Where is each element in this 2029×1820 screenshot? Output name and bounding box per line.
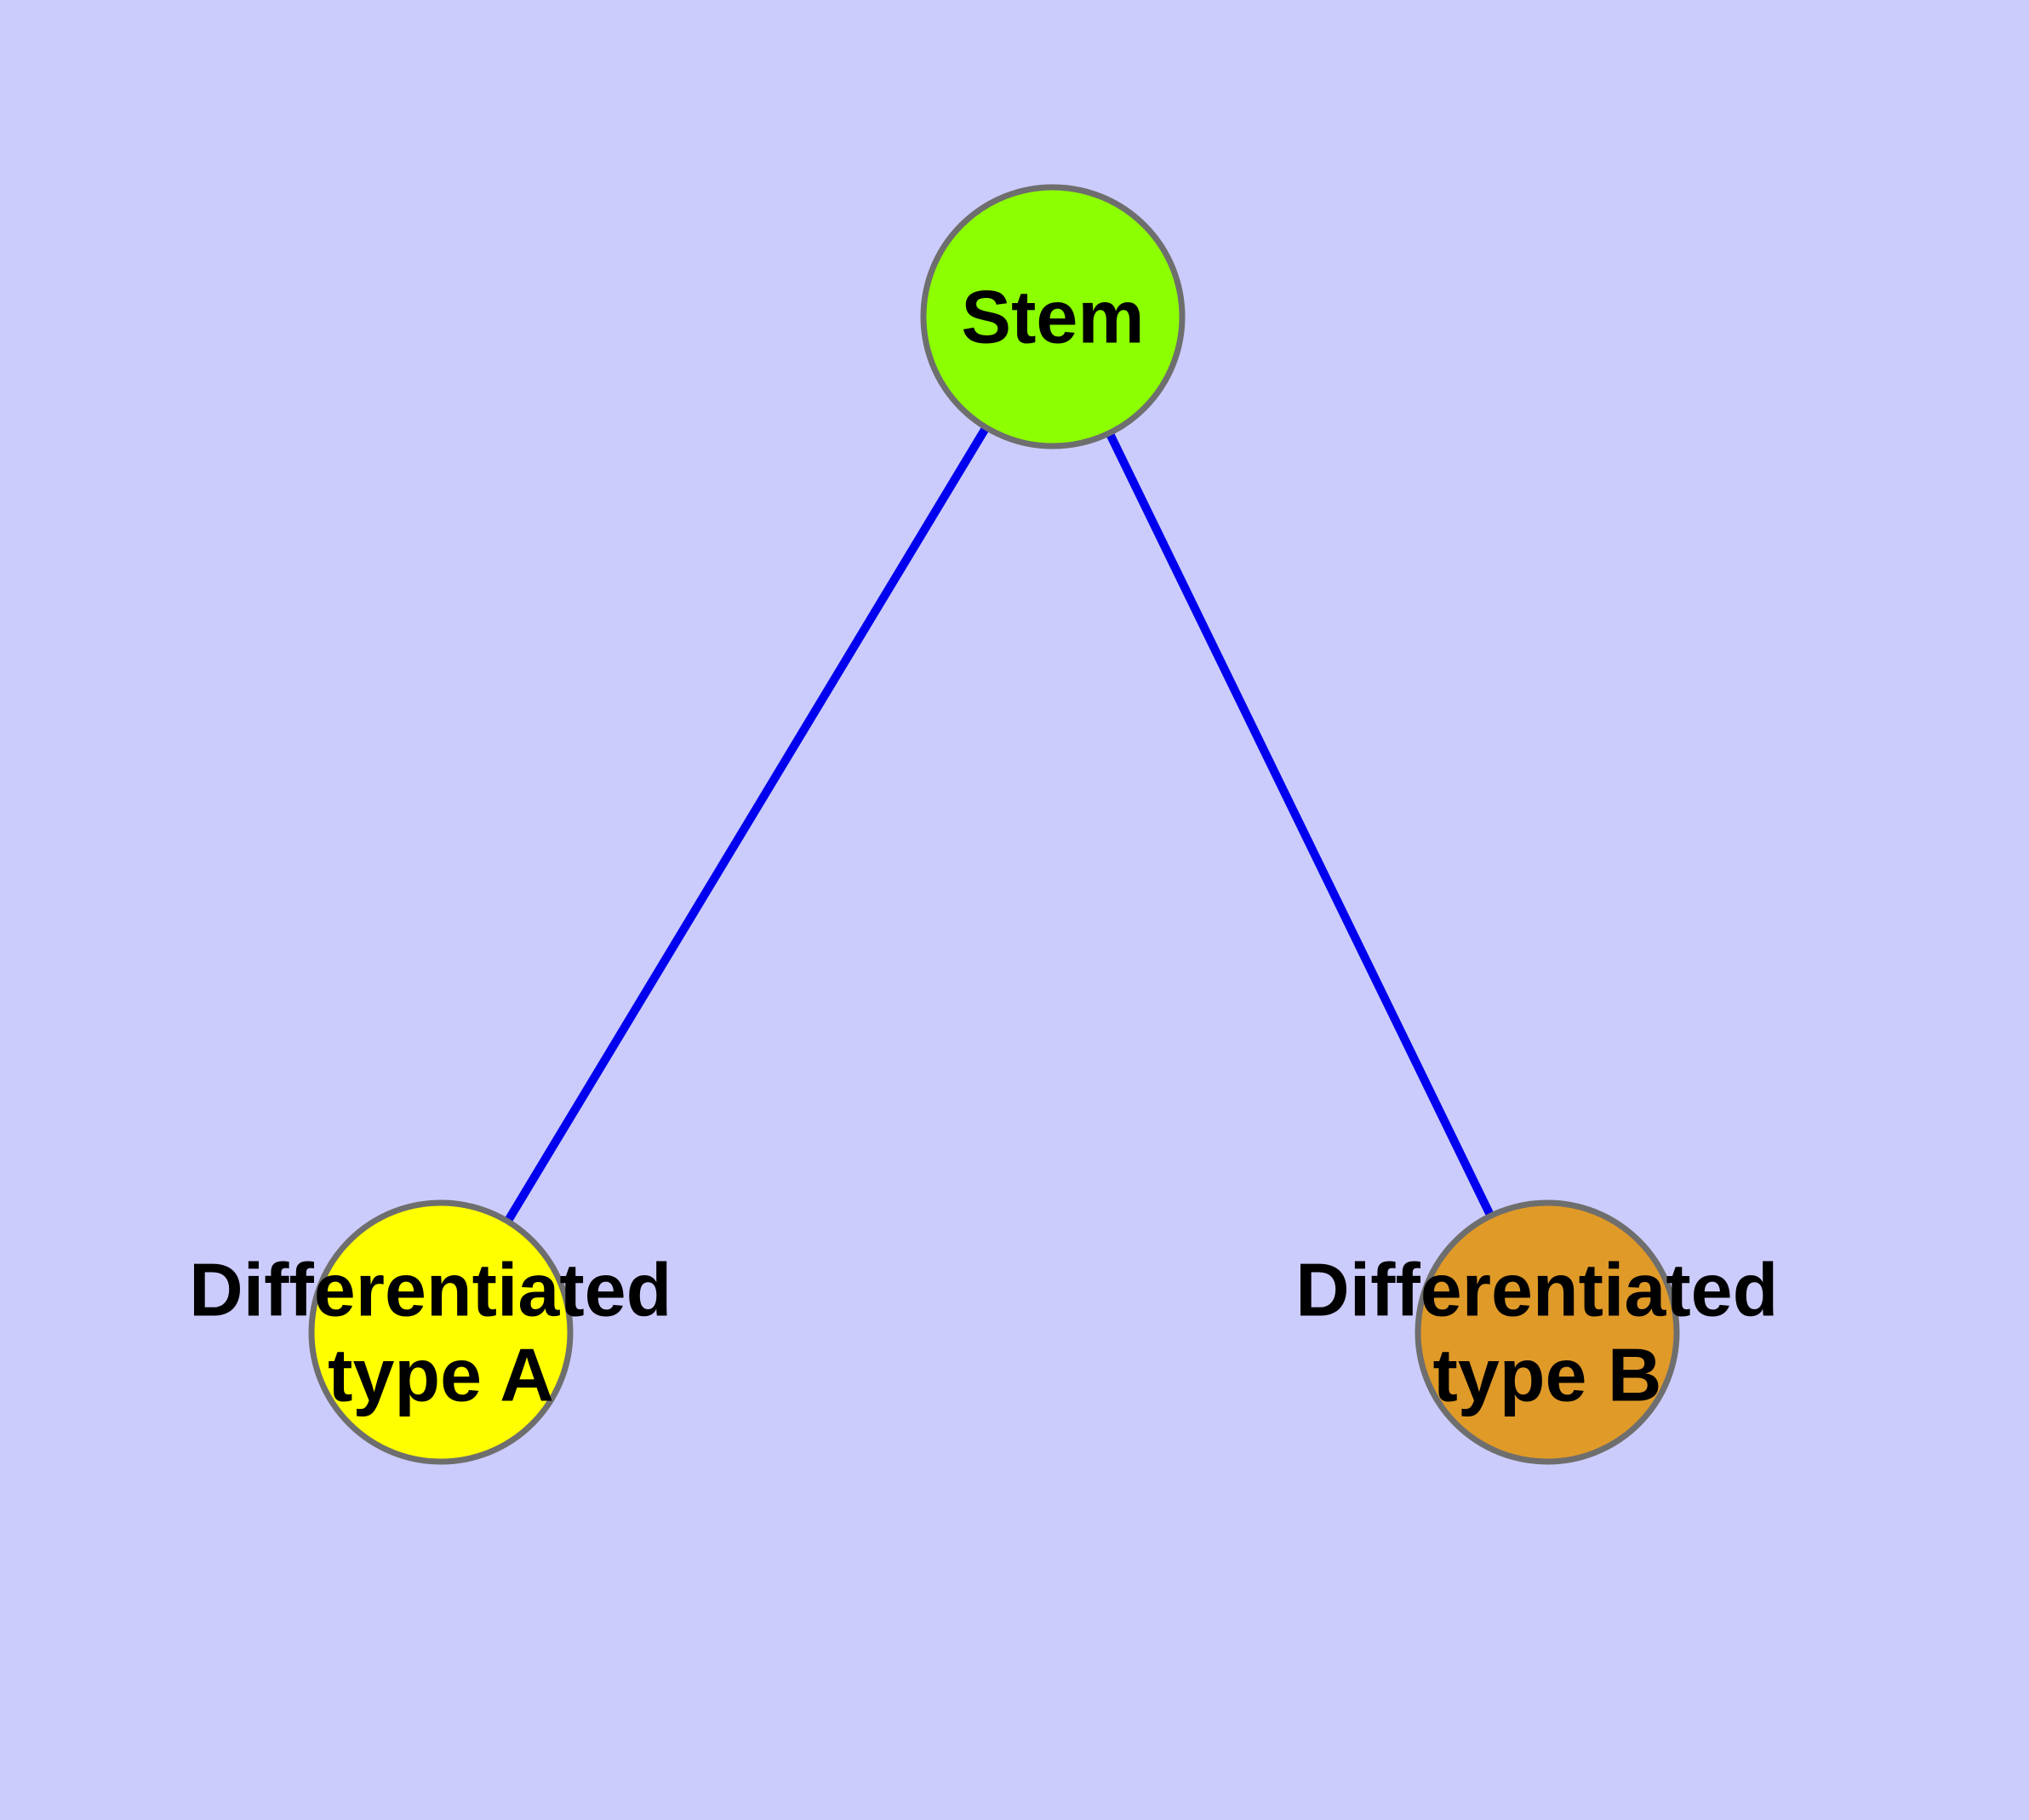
edge-stem-to-differentiated-type-a[interactable] (437, 314, 1057, 1335)
node-label-stem: Stem (961, 275, 1144, 359)
node-label-differentiated-type-a: Differentiated type A (189, 1241, 693, 1417)
edges-layer (437, 314, 1552, 1335)
labels-layer: Stem Differentiated type A Differentiate… (189, 275, 1799, 1417)
node-stem[interactable] (920, 184, 1186, 449)
node-label-differentiated-type-b: Differentiated type B (1295, 1241, 1799, 1417)
nodes-layer (308, 184, 1680, 1465)
edge-stem-to-differentiated-type-b[interactable] (1049, 314, 1552, 1335)
node-differentiated-type-a[interactable] (308, 1199, 574, 1465)
node-differentiated-type-b[interactable] (1415, 1199, 1680, 1465)
